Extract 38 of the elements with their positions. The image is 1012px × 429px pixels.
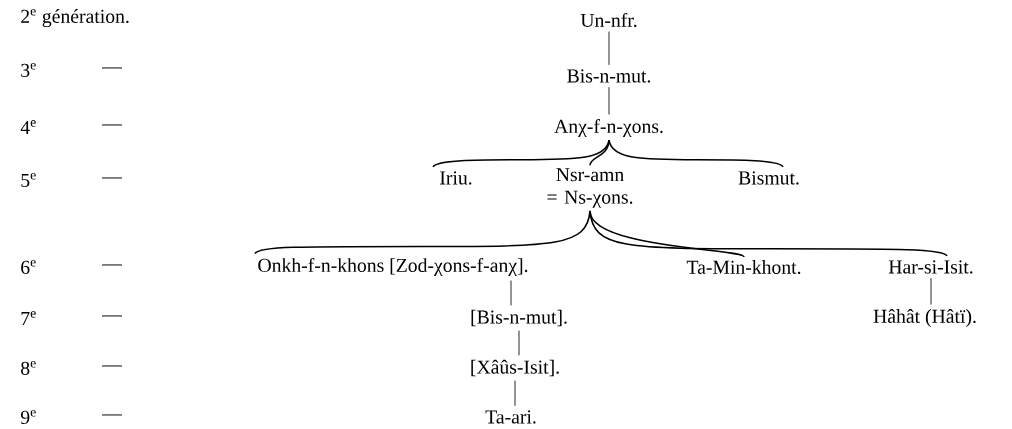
line — [930, 277, 932, 305]
generation-label: 2$^{e}$ génération. — [21, 8, 129, 28]
generation-label: 4$^{e}$ — [20, 120, 36, 134]
generation-label: 8$^{e}$ — [21, 361, 36, 376]
line — [518, 330, 520, 356]
name-text: Bismut. — [738, 171, 799, 185]
generation-label: — — [102, 264, 122, 266]
generation-label: — — [102, 177, 122, 179]
generation-label: — — [102, 67, 122, 69]
generation-label: 3$^{e}$ — [21, 63, 36, 78]
generation-label: 7$^{e}$ — [21, 311, 36, 325]
generation-label: — — [102, 124, 122, 126]
generation-label: 6$^{e}$ — [21, 260, 36, 275]
name-text: Nsr-amn = Ns-χons. — [547, 168, 633, 208]
generation-label: — — [102, 414, 122, 416]
name-text: Bis-n-mut. — [567, 69, 651, 83]
line — [608, 86, 610, 115]
brace-half — [589, 210, 948, 257]
line — [608, 31, 610, 66]
line — [510, 280, 512, 306]
name-text: Ta-ari. — [485, 410, 536, 424]
generation-label: 9$^{e}$ — [20, 410, 36, 425]
brace-half — [608, 139, 784, 168]
line — [514, 380, 516, 407]
name-text: Iriu. — [440, 171, 472, 185]
name-text: Hâhât (Hâtï). — [873, 309, 976, 327]
brace-half — [254, 210, 591, 255]
name-text: [Xâûs-Isit]. — [471, 359, 559, 377]
name-text: [Bis-n-mut]. — [471, 309, 567, 327]
name-text: Ta-Min-khont. — [686, 260, 801, 274]
name-text: Anχ-f-n-χons. — [554, 118, 663, 138]
generation-label: — — [102, 315, 122, 317]
generation-label: 5$^{e}$ — [21, 173, 36, 188]
name-text: Onkh-f-n-khons [Zod-χons-f-anχ]. — [258, 257, 528, 277]
name-text: Un-nfr. — [580, 12, 637, 28]
brace-stem — [589, 139, 610, 166]
generation-label: — — [102, 365, 122, 367]
name-text: Har-si-Isit. — [888, 260, 973, 274]
